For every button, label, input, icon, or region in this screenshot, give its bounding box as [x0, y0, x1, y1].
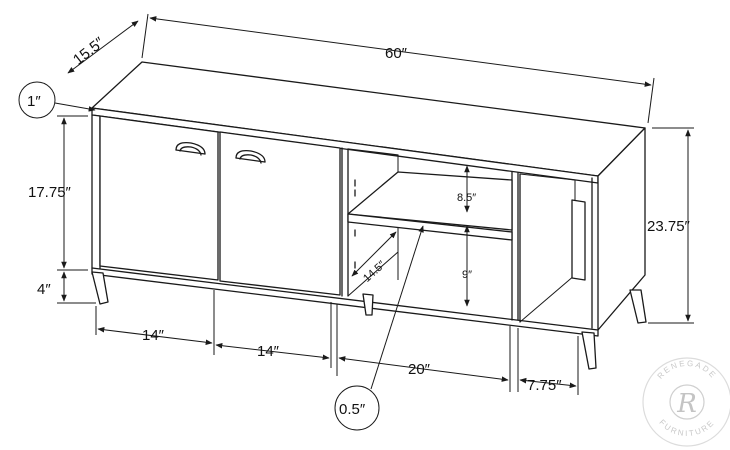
leg-front-left	[91, 271, 109, 305]
watermark-brand-bottom: FURNITURE	[657, 418, 716, 438]
center-shelf-front	[347, 213, 513, 241]
shelf-thickness-callout	[334, 385, 380, 431]
right-door	[219, 131, 341, 296]
depth-label: 15.5″	[70, 34, 108, 69]
dimension-shelf-depth: 14.5″	[351, 231, 397, 285]
dimension-total-height: 23.75″	[647, 127, 694, 324]
cabinet-left-post	[91, 114, 101, 271]
cabinet-bottom-rail	[91, 267, 599, 337]
dimension-shelf-heights: 8.5″ 9″	[457, 165, 476, 307]
lower-shelf-height-label: 9″	[462, 269, 472, 281]
shelf-thickness-label: 0.5″	[339, 401, 366, 418]
center-opening-width-label: 20″	[408, 361, 431, 378]
side-compartment	[519, 173, 593, 329]
cabinet-right-side	[597, 127, 646, 331]
right-door-handle	[235, 150, 266, 164]
dimension-depth: 15.5″	[67, 20, 139, 74]
right-door-width-label: 14″	[257, 343, 280, 360]
left-door	[99, 115, 219, 281]
left-door-handle	[175, 142, 206, 156]
watermark-inner-ring	[669, 384, 705, 420]
door-height-label: 17.75″	[28, 184, 72, 201]
upper-shelf-height-label: 8.5″	[457, 192, 476, 204]
dimension-door-height: 17.75″	[28, 115, 88, 271]
total-height-label: 23.75″	[647, 218, 691, 235]
side-panel-inner	[571, 199, 586, 281]
brand-watermark: RENEGADE FURNITURE R	[642, 357, 730, 447]
leg-front-right	[581, 331, 597, 370]
width-label: 60″	[385, 45, 408, 62]
center-compartment	[341, 147, 519, 321]
dimension-leg-height: 4″	[37, 271, 96, 304]
top-thickness-label: 1″	[27, 93, 41, 110]
leg-back-left	[362, 293, 374, 316]
watermark-monogram: R	[676, 389, 697, 419]
dimension-width: 60″	[141, 13, 655, 124]
center-shelf	[347, 171, 513, 231]
left-door-width-label: 14″	[142, 327, 165, 344]
top-thickness-callout	[18, 81, 56, 119]
watermark-brand-top: RENEGADE	[656, 359, 719, 381]
dimension-shelf-thickness: 0.5″	[334, 225, 424, 431]
leg-height-label: 4″	[37, 281, 51, 298]
side-opening-width-label: 7.75″	[527, 377, 562, 394]
cabinet-body	[91, 61, 647, 370]
leg-back-right	[629, 289, 647, 324]
dimension-bottom-widths: 14″ 14″ 20″ 7.75″	[95, 290, 579, 395]
watermark-ring	[642, 357, 730, 447]
dimension-top-thickness: 1″	[18, 81, 96, 119]
